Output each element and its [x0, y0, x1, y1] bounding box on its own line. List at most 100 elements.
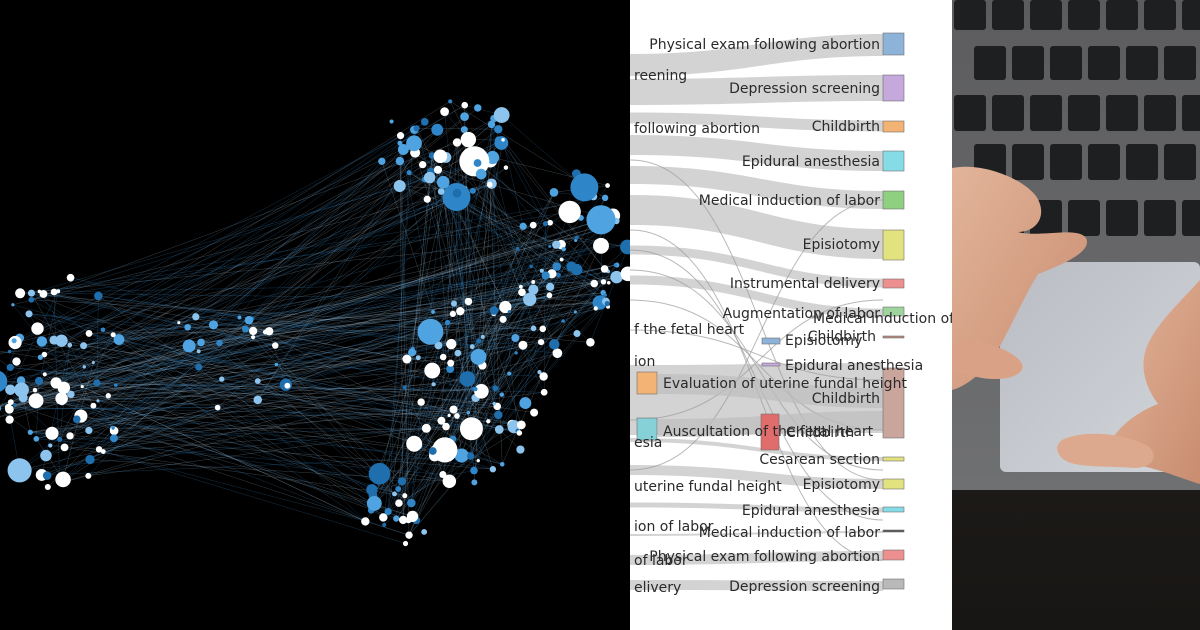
network-edge	[287, 281, 534, 386]
sankey-node	[882, 120, 905, 133]
network-edge	[502, 139, 551, 223]
network-node	[368, 462, 391, 485]
network-edge	[19, 128, 417, 339]
keyboard-key	[1030, 95, 1062, 131]
network-edge	[35, 328, 543, 401]
network-node	[519, 397, 532, 410]
network-edge	[98, 295, 473, 347]
network-edge	[502, 139, 524, 227]
network-node	[487, 120, 496, 129]
network-edge	[29, 313, 419, 358]
network-node	[431, 309, 435, 314]
network-edge	[398, 430, 518, 504]
network-node	[469, 344, 475, 350]
network-node	[549, 339, 560, 350]
network-edge	[475, 303, 608, 399]
laptop-photo	[952, 0, 1200, 630]
network-edge	[31, 217, 581, 294]
network-node	[601, 194, 609, 202]
network-edge	[542, 266, 572, 329]
keyboard-key	[1050, 144, 1082, 180]
sankey-left-label: uterine fundal height	[634, 479, 782, 495]
keyboard-key	[1030, 0, 1062, 30]
network-edge	[35, 400, 462, 456]
network-edge	[365, 521, 410, 536]
network-edge	[14, 404, 410, 536]
network-node	[219, 376, 225, 382]
network-node	[531, 279, 536, 284]
network-node	[547, 219, 553, 226]
network-edge	[287, 385, 495, 404]
network-edge	[257, 185, 400, 400]
network-edge	[245, 328, 445, 451]
network-edge	[0, 184, 490, 381]
network-edge	[530, 296, 600, 303]
network-edge	[55, 187, 466, 384]
sankey-node	[761, 362, 781, 367]
keyboard	[954, 0, 1200, 236]
network-node	[253, 395, 263, 405]
left-hand	[952, 166, 1087, 390]
network-edge	[98, 187, 466, 450]
network-edge	[30, 431, 403, 482]
sankey-node-label: Physical exam following abortion	[649, 549, 880, 565]
sankey-node-label: Medical induction of labor	[699, 525, 880, 541]
sankey-link	[630, 166, 883, 209]
sankey-node	[882, 367, 905, 439]
network-edge	[10, 367, 489, 422]
network-node	[274, 362, 279, 367]
network-edge	[8, 274, 559, 408]
sankey-link	[630, 112, 883, 132]
network-node	[433, 149, 448, 164]
network-edge	[88, 333, 513, 425]
network-edge	[0, 183, 490, 355]
network-node	[7, 399, 14, 406]
network-edge	[31, 292, 530, 300]
network-edge	[450, 328, 534, 364]
network-edge	[82, 386, 366, 522]
network-edge	[50, 445, 100, 450]
network-edge	[103, 451, 406, 544]
network-node	[471, 479, 478, 486]
sankey-node	[882, 150, 905, 172]
network-node	[389, 119, 394, 124]
network-edge	[276, 343, 452, 365]
network-node	[454, 349, 462, 357]
network-edge	[478, 310, 495, 357]
network-node	[402, 385, 407, 390]
network-edge	[10, 264, 617, 390]
network-edge	[372, 320, 564, 496]
network-edge	[37, 196, 457, 329]
network-edge	[491, 124, 605, 270]
keyboard-key	[1106, 95, 1138, 131]
network-edge	[9, 407, 218, 410]
sankey-node-label: Childbirth	[786, 425, 854, 441]
network-edge	[56, 266, 532, 384]
network-edge	[421, 397, 476, 403]
network-node	[545, 282, 555, 291]
network-edge	[31, 157, 493, 300]
network-node	[237, 315, 242, 320]
network-edge	[372, 192, 555, 496]
network-edge	[43, 293, 482, 392]
network-edge	[473, 222, 551, 471]
network-edge	[0, 220, 617, 406]
network-edge	[178, 237, 577, 323]
network-edge	[509, 244, 557, 312]
network-edge	[112, 403, 495, 430]
network-edge	[63, 387, 476, 390]
sankey-node	[882, 306, 905, 317]
network-node	[392, 491, 397, 497]
network-node	[431, 382, 436, 387]
network-node	[546, 292, 553, 299]
network-graph	[0, 99, 630, 547]
sankey-link	[630, 438, 883, 461]
network-edge	[89, 302, 600, 334]
network-edge	[98, 295, 374, 496]
network-edge	[187, 327, 380, 474]
network-edge	[399, 143, 404, 520]
network-edge	[253, 330, 513, 425]
network-node	[437, 188, 445, 195]
network-edge	[475, 353, 558, 390]
network-edge	[19, 370, 433, 471]
